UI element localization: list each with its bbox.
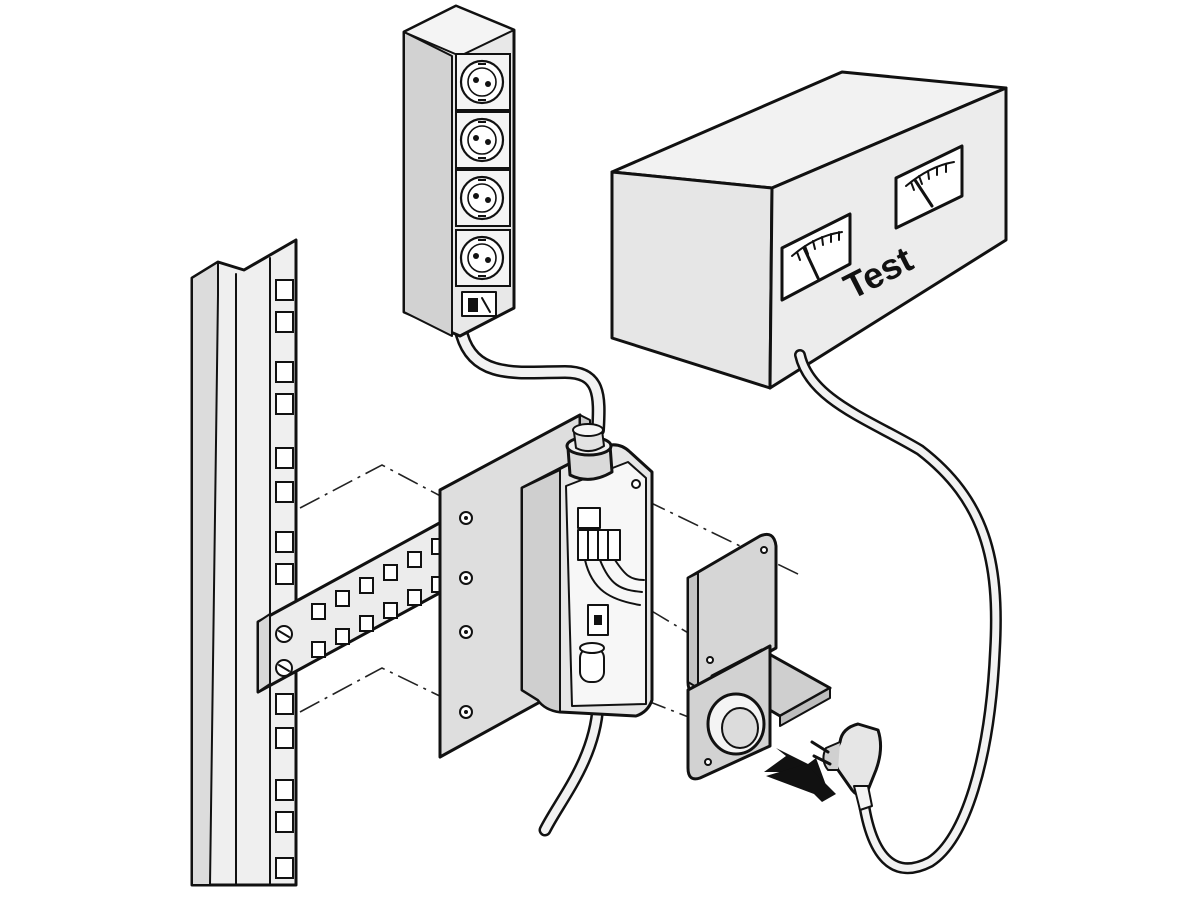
plate-screw-1 bbox=[459, 511, 473, 525]
rack-hole bbox=[275, 361, 294, 383]
rail-slot bbox=[383, 564, 398, 581]
rail-slot bbox=[335, 628, 350, 645]
rail-slot bbox=[407, 589, 422, 606]
rack-hole bbox=[275, 279, 294, 301]
fuse-holder bbox=[587, 604, 609, 636]
analog-meter-right bbox=[894, 144, 964, 230]
inlet-socket bbox=[686, 644, 772, 781]
socket-cover bbox=[686, 532, 778, 694]
rack-hole bbox=[275, 779, 294, 801]
power-strip-cable bbox=[455, 328, 606, 437]
rack-hole bbox=[275, 447, 294, 469]
plate-screw-4 bbox=[459, 705, 473, 719]
capacitor bbox=[579, 642, 605, 683]
rail-screw-top bbox=[275, 625, 293, 643]
rack-mounting-holes bbox=[275, 279, 294, 879]
rail-slot bbox=[311, 603, 326, 620]
plate-screw-2 bbox=[459, 571, 473, 585]
tester-cable bbox=[794, 349, 1002, 875]
terminal-block bbox=[577, 507, 621, 561]
rail-slot bbox=[407, 551, 422, 568]
cable-gland bbox=[565, 423, 614, 481]
rail-slots bbox=[311, 538, 446, 658]
rail-slot bbox=[311, 641, 326, 658]
internal-wiring bbox=[584, 559, 645, 606]
rack-hole bbox=[275, 531, 294, 553]
rack-hole bbox=[275, 563, 294, 585]
rack-hole bbox=[275, 481, 294, 503]
power-strip bbox=[402, 4, 516, 338]
box-screw bbox=[631, 479, 641, 489]
rail-screw-bottom bbox=[275, 659, 293, 677]
test-device: Test bbox=[610, 70, 1008, 390]
supply-cable bbox=[538, 698, 605, 837]
rail-slot bbox=[359, 577, 374, 594]
rack-hole bbox=[275, 393, 294, 415]
rack-hole bbox=[275, 693, 294, 715]
rail-slot bbox=[335, 590, 350, 607]
rack-upright bbox=[190, 238, 298, 887]
junction-box bbox=[520, 423, 654, 718]
rack-hole bbox=[275, 811, 294, 833]
schuko-socket-icon bbox=[455, 111, 511, 169]
schuko-socket-icon bbox=[455, 53, 511, 111]
rack-hole bbox=[275, 311, 294, 333]
insert-direction-arrow-icon bbox=[764, 748, 836, 802]
rail-slot bbox=[359, 615, 374, 632]
mounting-rail bbox=[256, 518, 447, 694]
test-plug[interactable] bbox=[810, 722, 883, 811]
schuko-socket-icon bbox=[455, 169, 511, 227]
socket-outlets bbox=[455, 53, 511, 287]
schuko-socket-icon bbox=[455, 229, 511, 287]
power-switch[interactable] bbox=[461, 291, 497, 317]
rail-slot bbox=[383, 602, 398, 619]
plate-screw-3 bbox=[459, 625, 473, 639]
rack-hole bbox=[275, 727, 294, 749]
rack-hole bbox=[275, 857, 294, 879]
analog-meter-left bbox=[780, 212, 852, 302]
